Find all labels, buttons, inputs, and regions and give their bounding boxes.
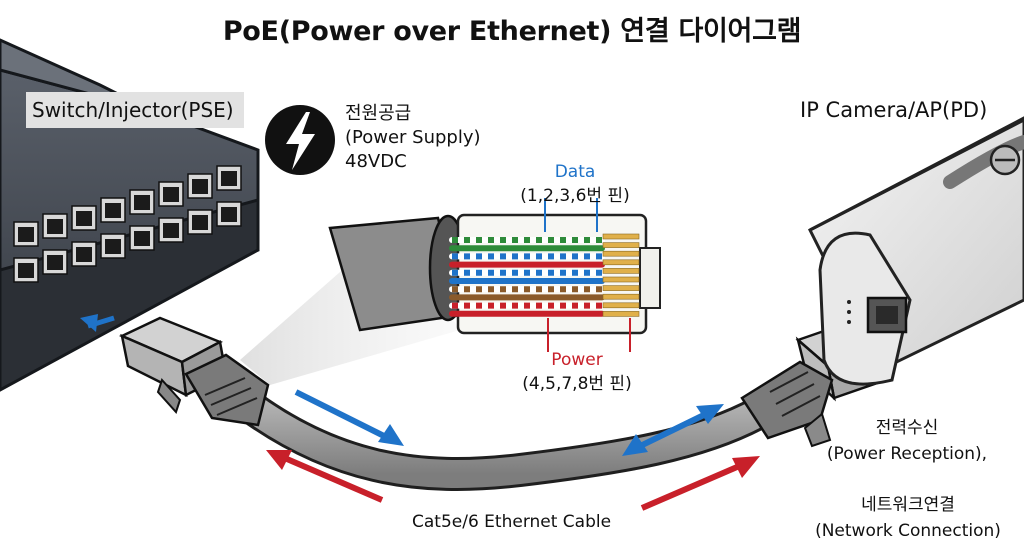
power-pins-label: Power (4,5,7,8번 핀) <box>512 348 642 396</box>
contact-pin <box>602 302 640 309</box>
switch-port <box>71 241 97 267</box>
cable-label: Cat5e/6 Ethernet Cable <box>412 512 612 532</box>
ip-camera <box>807 116 1024 386</box>
lightning-bolt-icon <box>265 105 335 175</box>
data-pins: (1,2,3,6번 핀) <box>520 186 630 206</box>
switch-port <box>42 249 68 275</box>
switch-port <box>13 221 39 247</box>
diagram-title: PoE(Power over Ethernet) 연결 다이어그램 <box>222 16 802 47</box>
switch-port <box>71 205 97 231</box>
switch-port <box>13 257 39 283</box>
contact-pin <box>602 242 640 248</box>
power-flow-arrows <box>266 450 760 511</box>
switch-port <box>216 201 242 227</box>
switch-port <box>129 189 155 215</box>
network-connection-label: 네트워크연결 (Network Connection) <box>808 492 1008 544</box>
power-reception-label: 전력수신 (Power Reception), <box>812 415 1002 467</box>
left-rj45-plug <box>118 316 270 427</box>
power-pins: (4,5,7,8번 핀) <box>522 374 632 394</box>
reception-title: 전력수신 <box>875 418 939 438</box>
data-flow-arrows <box>80 314 724 456</box>
network-switch <box>0 38 260 392</box>
switch-port <box>42 213 68 239</box>
twisted-pair-wires <box>449 237 605 317</box>
contact-pin <box>602 276 640 283</box>
power-supply-label: 전원공급 (Power Supply) 48VDC <box>345 102 481 174</box>
power-supply-subtitle: (Power Supply) <box>345 127 481 148</box>
power-title: Power <box>551 350 603 370</box>
reception-subtitle: (Power Reception), <box>826 444 988 464</box>
switch-port <box>158 217 184 243</box>
camera-label: IP Camera/AP(PD) <box>800 98 988 122</box>
data-pins-label: Data (1,2,3,6번 핀) <box>515 160 635 208</box>
switch-port <box>187 209 213 235</box>
power-supply-voltage: 48VDC <box>345 151 407 172</box>
switch-port <box>100 233 126 259</box>
network-subtitle: (Network Connection) <box>815 521 1001 541</box>
switch-port <box>100 197 126 223</box>
network-title: 네트워크연결 <box>861 495 955 515</box>
contact-pin <box>602 259 640 266</box>
switch-port <box>129 225 155 251</box>
data-title: Data <box>554 162 596 182</box>
switch-port <box>216 165 242 191</box>
power-supply-title: 전원공급 <box>345 103 412 124</box>
switch-port <box>158 181 184 207</box>
contact-pin <box>602 233 640 240</box>
contact-pin <box>602 293 640 300</box>
contact-pin <box>602 268 640 274</box>
contact-pin <box>602 250 640 257</box>
switch-label: Switch/Injector(PSE) <box>26 92 244 128</box>
switch-port <box>187 173 213 199</box>
cable-closeup <box>328 198 661 352</box>
switch-port-grid <box>13 165 242 283</box>
contact-pin <box>602 311 640 317</box>
gold-contact-pins <box>602 233 640 317</box>
contact-pin <box>602 285 640 291</box>
